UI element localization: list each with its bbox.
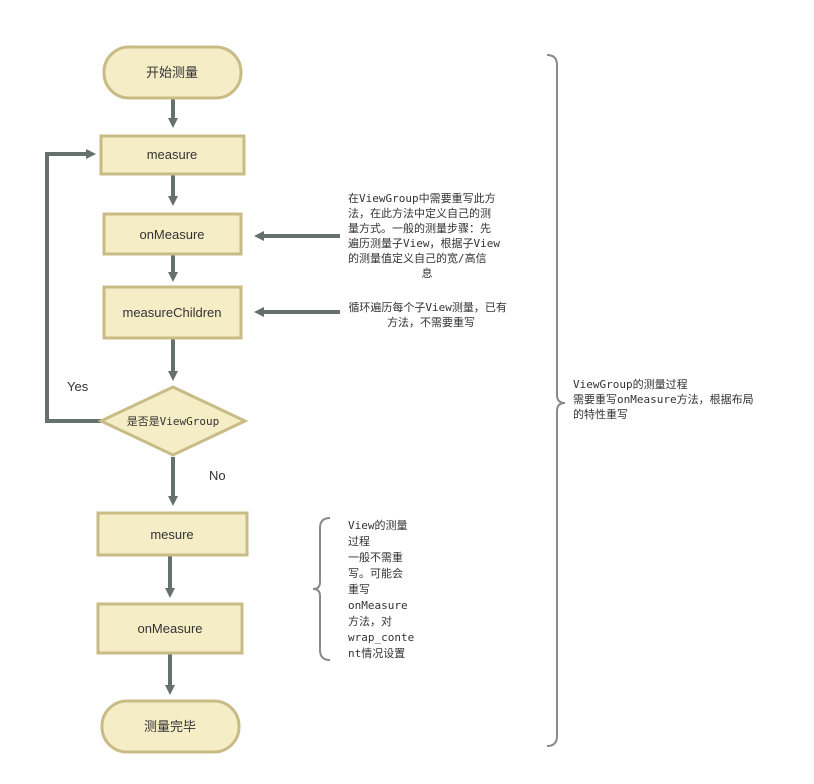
end-node: 测量完毕 — [100, 699, 241, 754]
view-note-line-1: View的测量 — [348, 518, 408, 532]
view-note-line-2: 过程 — [348, 535, 370, 548]
view-note-line-9: nt情况设置 — [348, 647, 405, 660]
view-note: View的测量 过程 一般不需重 写。可能会 重写 onMeasure 方法，对… — [348, 518, 421, 660]
measure-children-note: 循环遍历每个子View测量，已有 方法，不需要重写 — [348, 300, 513, 329]
end-label: 测量完毕 — [144, 719, 196, 734]
onmeasure-note-line-6: 息 — [422, 266, 433, 280]
yes-label: Yes — [67, 379, 89, 394]
no-label: No — [209, 468, 226, 483]
arrow-yes-loop — [45, 149, 101, 423]
view-note-line-3: 一般不需重 — [348, 550, 403, 564]
connectors — [45, 99, 340, 695]
onmeasure-note-line-4: 遍历测量子View，根据子View — [348, 236, 500, 250]
view-note-bracket — [312, 517, 331, 661]
viewgroup-note-bracket — [546, 54, 566, 747]
decision-label: 是否是ViewGroup — [127, 415, 220, 428]
decision-node: 是否是ViewGroup — [97, 385, 249, 457]
onmeasure-note-line-3: 量方式。一般的测量步骤：先 — [348, 221, 491, 235]
viewgroup-note-line-2: 需要重写onMeasure方法，根据布局 — [573, 392, 754, 406]
measure-children-node: measureChildren — [102, 285, 243, 340]
onmeasure-group-node: onMeasure — [102, 212, 243, 256]
onmeasure-note-line-5: 的测量值定义自己的宽/高信 — [348, 251, 487, 265]
onmeasure-note-line-2: 法，在此方法中定义自己的测 — [348, 206, 491, 220]
mesure-view-node: mesure — [96, 511, 249, 557]
viewgroup-note-line-3: 的特性重写 — [573, 407, 628, 421]
onmeasure-view-node: onMeasure — [96, 602, 244, 655]
view-note-line-8: wrap_conte — [348, 631, 414, 644]
measure-label: measure — [147, 147, 198, 162]
onmeasure-note-line-1: 在ViewGroup中需要重写此方 — [348, 191, 496, 205]
measure-node: measure — [99, 134, 246, 176]
mesure-view-label: mesure — [150, 527, 193, 542]
view-note-line-5: 重写 — [348, 582, 370, 596]
onmeasure-note: 在ViewGroup中需要重写此方 法，在此方法中定义自己的测 量方式。一般的测… — [348, 191, 507, 280]
view-note-line-4: 写。可能会 — [348, 566, 403, 580]
onmeasure-view-label: onMeasure — [137, 621, 202, 636]
measure-children-note-line-1: 循环遍历每个子View测量，已有 — [348, 300, 507, 314]
onmeasure-group-label: onMeasure — [139, 227, 204, 242]
start-node: 开始测量 — [102, 45, 243, 100]
viewgroup-note: ViewGroup的测量过程 需要重写onMeasure方法，根据布局 的特性重… — [573, 377, 760, 421]
viewgroup-note-line-1: ViewGroup的测量过程 — [573, 377, 688, 391]
view-note-line-7: 方法，对 — [348, 614, 392, 628]
measure-children-label: measureChildren — [123, 305, 222, 320]
start-label: 开始测量 — [146, 65, 198, 80]
view-note-line-6: onMeasure — [348, 599, 408, 612]
measure-children-note-line-2: 方法，不需要重写 — [387, 315, 475, 329]
